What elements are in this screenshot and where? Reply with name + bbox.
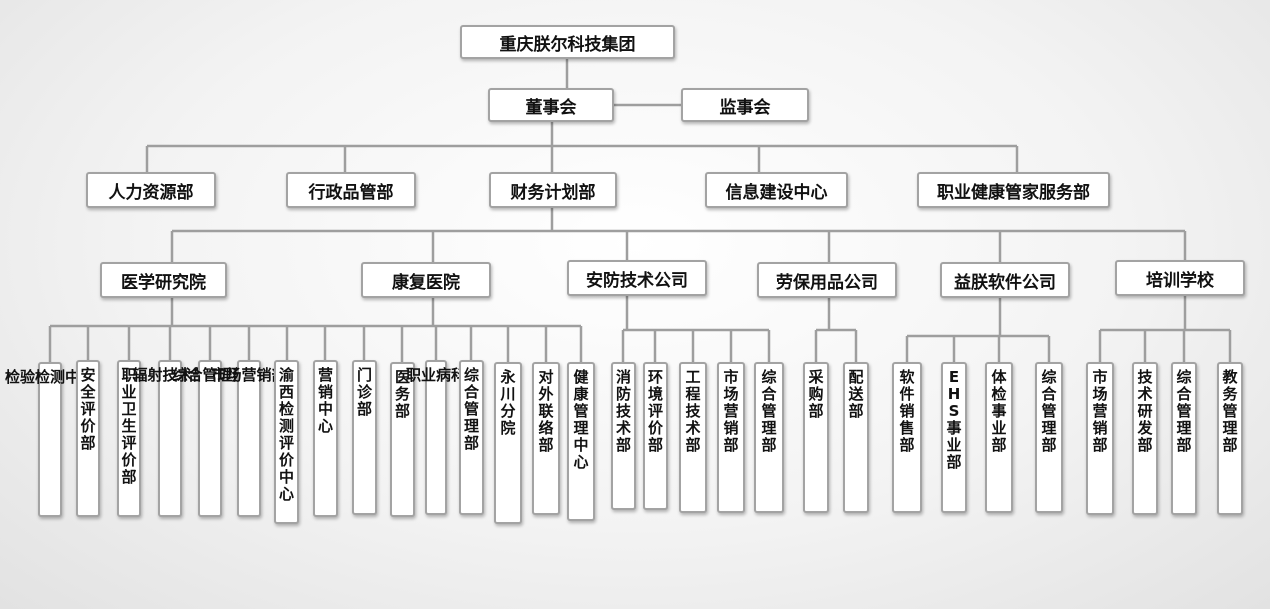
unit-box: 体检事业部 — [985, 362, 1013, 513]
dept-admin-quality: 行政品管部 — [286, 172, 416, 208]
subsidiary-software: 益朕软件公司 — [940, 262, 1070, 298]
unit-label: 教务管理部 — [1222, 368, 1238, 454]
unit-box: 市场营销部 — [1086, 362, 1114, 515]
unit-box: 门诊部 — [352, 360, 377, 515]
unit-label: 市场营销部 — [211, 366, 287, 384]
unit-box: 营销中心 — [313, 360, 338, 517]
dept-label: 行政品管部 — [308, 182, 394, 203]
root-label: 重庆朕尔科技集团 — [499, 34, 636, 55]
dept-health-steward: 职业健康管家服务部 — [917, 172, 1110, 208]
dept-finance: 财务计划部 — [489, 172, 617, 208]
dept-label: 职业健康管家服务部 — [937, 182, 1090, 203]
unit-label: 门诊部 — [357, 366, 373, 418]
unit-box: 工程技术部 — [679, 362, 707, 513]
dept-label: 信息建设中心 — [725, 182, 828, 203]
subsidiary-label: 培训学校 — [1146, 270, 1214, 291]
unit-box: 安全评价部 — [76, 360, 100, 517]
unit-label: 对外联络部 — [538, 368, 554, 454]
supervisors-label: 监事会 — [719, 97, 771, 118]
unit-label: 渝西检测评价中心 — [279, 366, 295, 503]
unit-box: 职业病科 — [406, 360, 466, 515]
unit-label: 综合管理部 — [1041, 368, 1057, 454]
board-label: 董事会 — [525, 97, 577, 118]
subsidiary-rehab-hospital: 康复医院 — [361, 262, 491, 298]
unit-label: 环境评价部 — [648, 368, 664, 454]
unit-box: 综合管理部 — [173, 360, 248, 517]
unit-label: 消防技术部 — [616, 368, 632, 454]
unit-box: 渝西检测评价中心 — [274, 360, 299, 524]
unit-label: 市场营销部 — [723, 368, 739, 454]
unit-label: 安全评价部 — [80, 366, 96, 452]
unit-box: 检验检测中心 — [5, 362, 95, 517]
board-node: 董事会 — [488, 88, 614, 122]
unit-box: 环境评价部 — [643, 362, 668, 510]
unit-box: 医务部 — [390, 362, 415, 517]
unit-box: 综合管理部 — [459, 360, 484, 515]
supervisors-node: 监事会 — [681, 88, 809, 122]
unit-box: 健康管理中心 — [567, 362, 595, 521]
unit-label: 工程技术部 — [685, 368, 701, 454]
subsidiary-labor-supplies: 劳保用品公司 — [757, 262, 897, 298]
unit-box: EHS事业部 — [941, 362, 967, 513]
unit-box: 综合管理部 — [1171, 362, 1197, 515]
root-node: 重庆朕尔科技集团 — [460, 25, 675, 59]
unit-box: 消防技术部 — [611, 362, 636, 510]
dept-info-center: 信息建设中心 — [705, 172, 848, 208]
subsidiary-label: 劳保用品公司 — [776, 272, 878, 293]
unit-label: 综合管理部 — [464, 366, 480, 452]
unit-label: 技术研发部 — [1137, 368, 1153, 454]
unit-label: EHS事业部 — [946, 368, 962, 471]
unit-box: 软件销售部 — [892, 362, 922, 513]
unit-box: 综合管理部 — [754, 362, 784, 513]
unit-label: 综合管理部 — [1176, 368, 1192, 454]
unit-box: 采购部 — [803, 362, 829, 513]
subsidiary-label: 康复医院 — [392, 272, 460, 293]
unit-label: 软件销售部 — [899, 368, 915, 454]
unit-box: 对外联络部 — [532, 362, 560, 515]
unit-label: 配送部 — [848, 368, 864, 420]
unit-box: 市场营销部 — [717, 362, 745, 513]
unit-label: 体检事业部 — [991, 368, 1007, 454]
unit-label: 营销中心 — [318, 366, 334, 435]
unit-box: 市场营销部 — [212, 360, 287, 517]
unit-box: 配送部 — [843, 362, 869, 513]
unit-label: 职业卫生评价部 — [121, 366, 137, 486]
dept-hr: 人力资源部 — [86, 172, 216, 208]
unit-label: 检验检测中心 — [5, 368, 96, 386]
unit-label: 职业病科 — [406, 366, 467, 384]
dept-label: 人力资源部 — [108, 182, 194, 203]
unit-box: 技术研发部 — [1132, 362, 1158, 515]
unit-label: 采购部 — [808, 368, 824, 420]
unit-label: 综合管理部 — [172, 366, 248, 384]
unit-label: 永川分院 — [500, 368, 516, 437]
subsidiary-label: 益朕软件公司 — [954, 272, 1056, 293]
dept-label: 财务计划部 — [510, 182, 596, 203]
unit-box: 综合管理部 — [1035, 362, 1063, 513]
subsidiary-safety-tech: 安防技术公司 — [567, 260, 707, 296]
unit-box: 教务管理部 — [1217, 362, 1243, 515]
unit-label: 健康管理中心 — [573, 368, 589, 471]
unit-label: 综合管理部 — [761, 368, 777, 454]
unit-box: 辐射技术部 — [133, 360, 208, 517]
subsidiary-training-school: 培训学校 — [1115, 260, 1245, 296]
unit-box: 永川分院 — [494, 362, 522, 524]
subsidiary-medical-institute: 医学研究院 — [100, 262, 227, 298]
unit-box: 职业卫生评价部 — [117, 360, 141, 517]
unit-label: 医务部 — [395, 368, 411, 420]
subsidiary-label: 医学研究院 — [121, 272, 206, 293]
subsidiary-label: 安防技术公司 — [586, 270, 688, 291]
unit-label: 辐射技术部 — [132, 366, 208, 384]
unit-label: 市场营销部 — [1092, 368, 1108, 454]
